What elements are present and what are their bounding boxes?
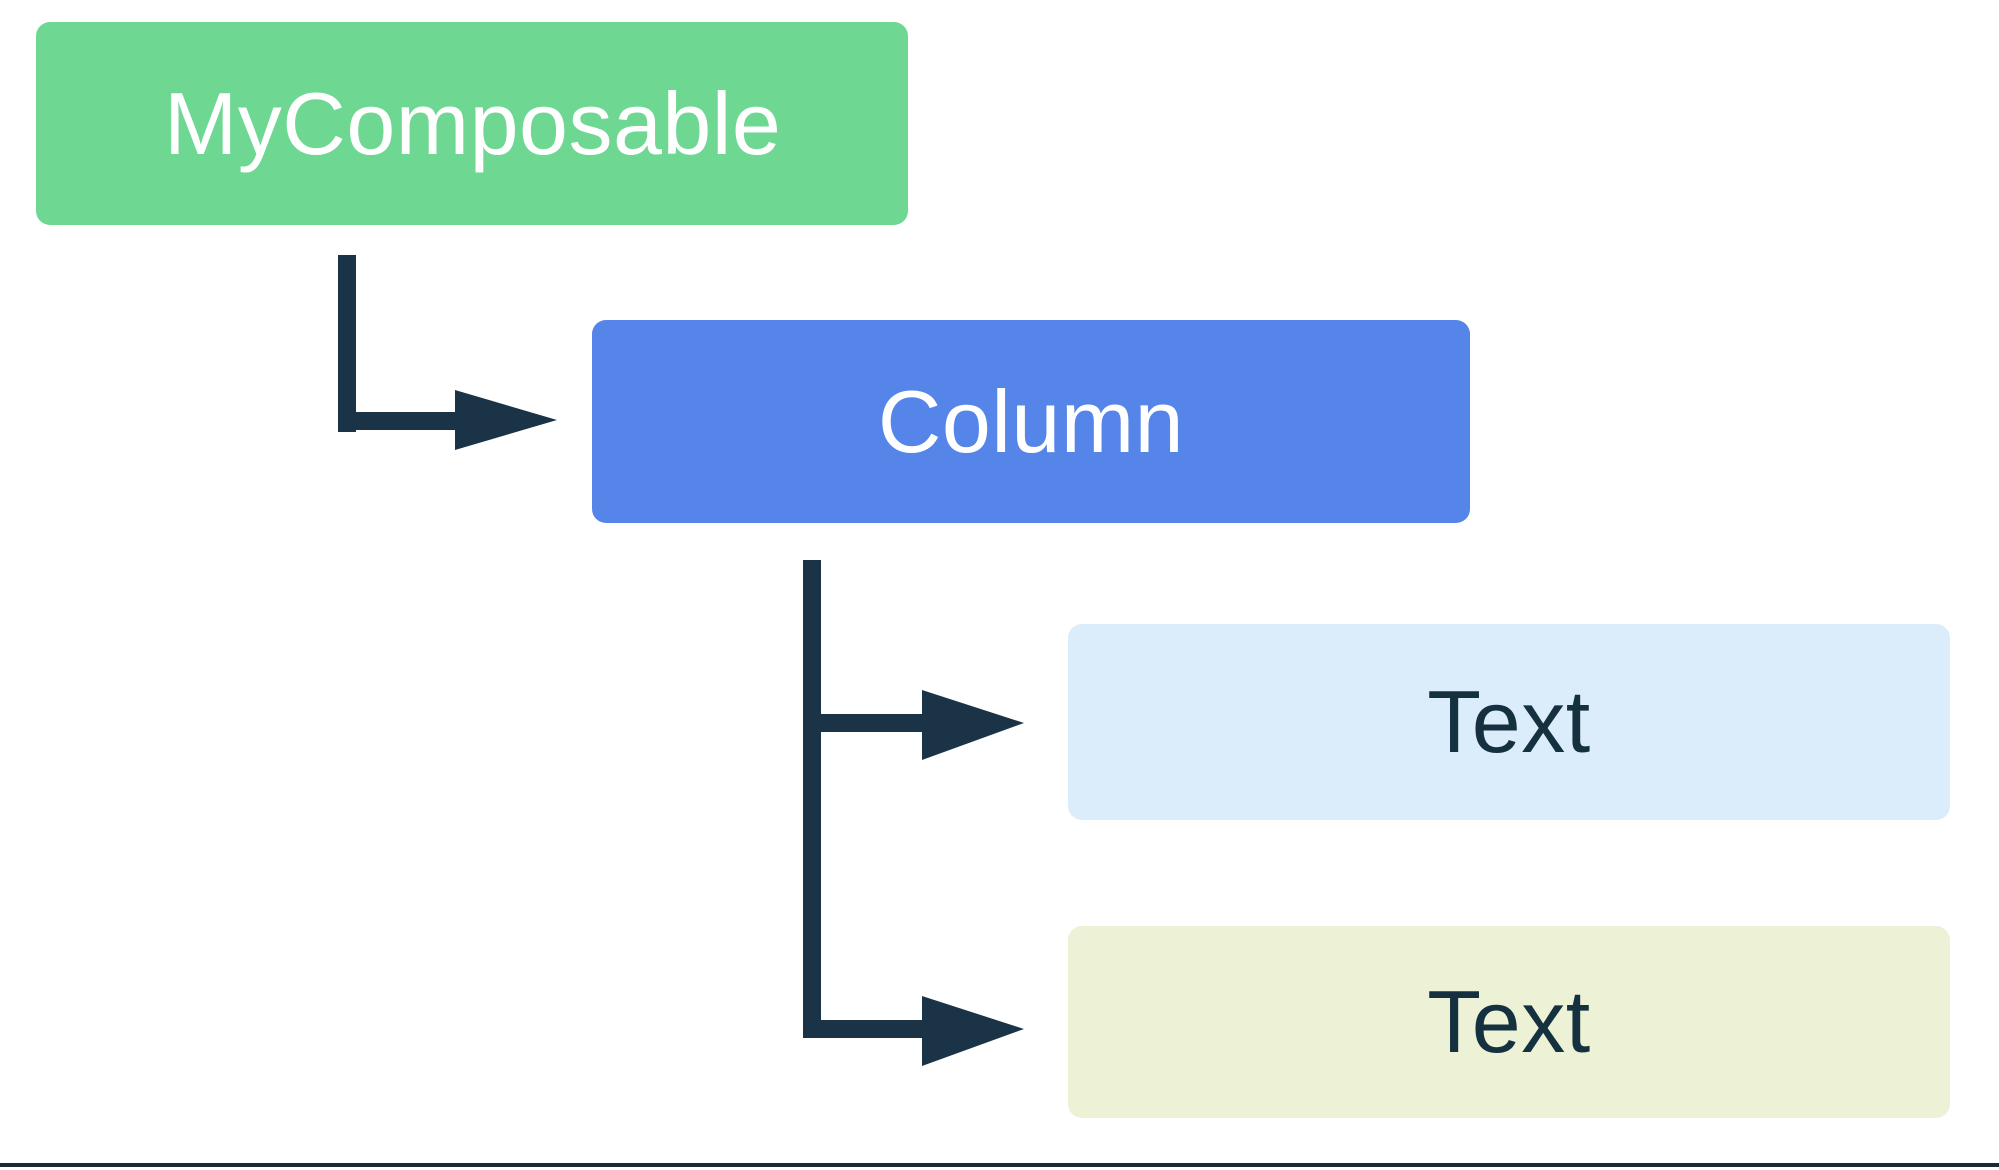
node-mycomposable-label: MyComposable xyxy=(164,73,782,173)
node-text-second[interactable]: Text xyxy=(1068,926,1950,1118)
edge-root-to-column xyxy=(338,255,557,450)
node-mycomposable[interactable]: MyComposable xyxy=(36,22,908,225)
node-text-first-label: Text xyxy=(1427,672,1591,771)
node-column-label: Column xyxy=(877,371,1185,471)
node-text-second-label: Text xyxy=(1427,972,1591,1071)
bottom-divider xyxy=(0,1163,1999,1167)
node-column[interactable]: Column xyxy=(592,320,1470,523)
node-text-first[interactable]: Text xyxy=(1068,624,1950,820)
edge-column-to-texts xyxy=(803,560,1024,1066)
